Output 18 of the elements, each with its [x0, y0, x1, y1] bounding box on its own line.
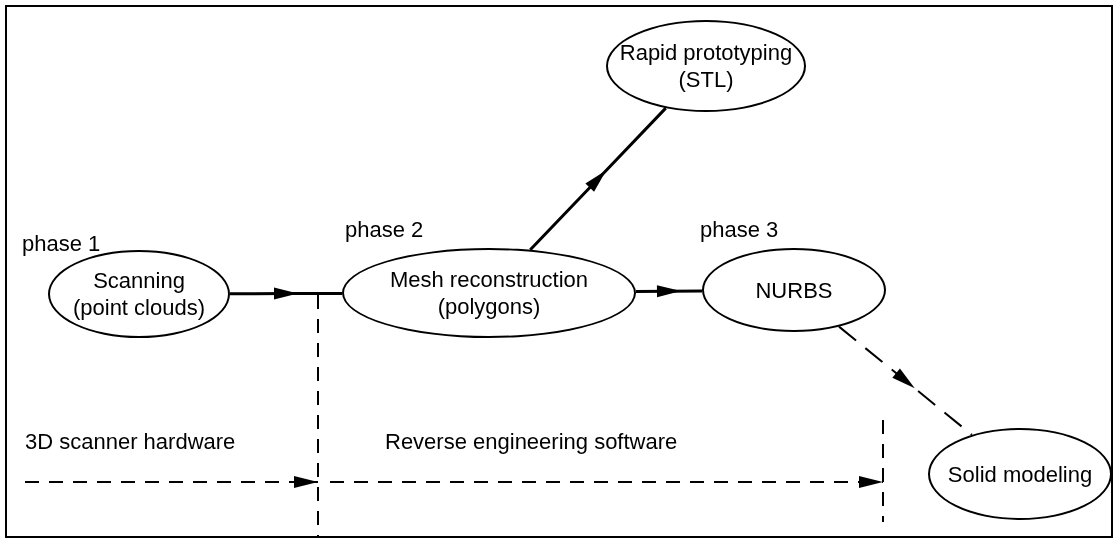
section-label: Reverse engineering software [385, 428, 678, 455]
arrow [838, 325, 973, 436]
phase-label: phase 3 [700, 216, 779, 243]
node-label: Mesh reconstruction (polygons) [388, 266, 590, 320]
phase-label: phase 1 [22, 230, 101, 257]
arrow [529, 107, 667, 251]
process-ellipse [342, 248, 636, 338]
process-ellipse [606, 20, 806, 112]
node-label: Solid modeling [947, 460, 1093, 488]
node-label: NURBS [755, 276, 833, 304]
process-ellipse [928, 428, 1112, 520]
node-label: Rapid prototyping (STL) [618, 39, 794, 93]
arrow [635, 285, 703, 298]
process-ellipse [702, 248, 886, 332]
arrow [230, 287, 342, 300]
section-label: 3D scanner hardware [25, 428, 236, 455]
node-label: Scanning (point clouds) [71, 267, 207, 321]
phase-label: phase 2 [345, 216, 424, 243]
